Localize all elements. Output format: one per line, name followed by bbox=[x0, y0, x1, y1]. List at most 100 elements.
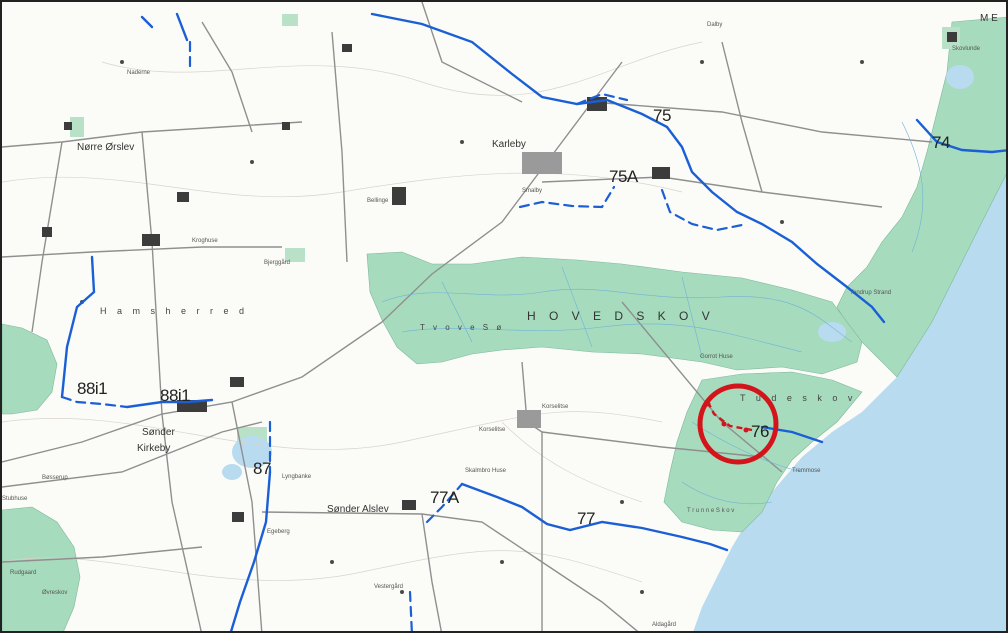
building-dot bbox=[860, 60, 864, 64]
building bbox=[282, 122, 290, 130]
place-bellinge: Bellinge bbox=[367, 198, 389, 204]
place-kroghuse: Kroghuse bbox=[192, 238, 218, 244]
river-75a bbox=[518, 185, 616, 209]
road bbox=[231, 401, 263, 631]
contour-line bbox=[2, 550, 643, 583]
trail bbox=[901, 121, 924, 253]
river-77 bbox=[460, 482, 729, 552]
place-smalby: Smalby bbox=[522, 188, 543, 194]
building bbox=[402, 500, 416, 510]
place-bosserup: Bøsserup bbox=[42, 475, 68, 481]
route-label-88i1-east: 88i1 bbox=[160, 386, 191, 405]
place-dalby: Dalby bbox=[707, 22, 723, 28]
river-south-dashed bbox=[408, 590, 413, 631]
river-north-1 bbox=[140, 15, 154, 29]
forest-coast-north bbox=[836, 17, 1006, 378]
place-sonder-alslev: Sønder Alslev bbox=[327, 504, 389, 515]
place-tudeskov: T u d e s k o v bbox=[740, 393, 857, 403]
green-patch bbox=[70, 117, 84, 137]
place-korselitse-2: Korselitse bbox=[479, 427, 506, 433]
route-label-75: 75 bbox=[653, 106, 671, 125]
forest-hovedskov bbox=[366, 251, 863, 375]
place-skovlunde: Skovlunde bbox=[952, 46, 981, 52]
road bbox=[2, 421, 263, 488]
place-naderne: Naderne bbox=[127, 70, 151, 76]
place-bjerggard: Bjerggård bbox=[264, 260, 291, 266]
road bbox=[261, 511, 639, 631]
trail bbox=[561, 266, 593, 348]
trail bbox=[441, 281, 473, 343]
road bbox=[161, 413, 202, 631]
route-label-77a: 77A bbox=[430, 488, 459, 507]
river-west-88i1 bbox=[60, 255, 96, 399]
road bbox=[541, 176, 883, 208]
road bbox=[201, 21, 253, 133]
highlight-circle[interactable] bbox=[697, 383, 779, 465]
river-75 bbox=[370, 12, 886, 324]
building bbox=[232, 512, 244, 522]
building-dot bbox=[620, 500, 624, 504]
road bbox=[2, 546, 203, 563]
route-label-77: 77 bbox=[577, 509, 595, 528]
place-rudgaard: Rudgaard bbox=[10, 570, 37, 576]
route-label-76: 76 bbox=[751, 422, 769, 441]
trail bbox=[681, 481, 773, 505]
building-dot bbox=[400, 590, 404, 594]
road bbox=[591, 101, 933, 143]
lake bbox=[232, 436, 272, 468]
place-hamsherred: H a m s h e r r e d bbox=[100, 306, 249, 316]
building bbox=[392, 187, 406, 205]
place-tandrup: Tandrup Strand bbox=[850, 290, 892, 296]
sea-area bbox=[693, 174, 1006, 631]
river-88i1-dashed bbox=[60, 395, 129, 409]
place-tremmose: Tremmose bbox=[792, 468, 821, 474]
place-stubhuse: Stubhuse bbox=[2, 496, 28, 502]
place-sonder-kirkeby-1: Sønder bbox=[142, 427, 175, 438]
route-label-75a: 75A bbox=[609, 167, 638, 186]
place-gorrot-huse: Gorrot Huse bbox=[700, 354, 733, 360]
contour-line bbox=[2, 172, 683, 198]
place-skalmbro-huse: Skalmbro Huse bbox=[465, 468, 507, 474]
building bbox=[42, 227, 52, 237]
place-lyngbanke: Lyngbanke bbox=[282, 474, 312, 480]
route-label-87: 87 bbox=[253, 459, 271, 478]
road bbox=[421, 2, 523, 103]
contour-line bbox=[2, 411, 663, 450]
building-dot bbox=[250, 160, 254, 164]
place-hovedskov: H O V E D S K O V bbox=[527, 309, 715, 323]
building bbox=[142, 234, 160, 246]
road bbox=[331, 31, 348, 263]
contour-line bbox=[501, 421, 643, 503]
building-dot bbox=[120, 60, 124, 64]
highlight-stretch-76 bbox=[705, 401, 753, 433]
place-karleby: Karleby bbox=[492, 139, 526, 150]
river-88i1-east bbox=[125, 398, 214, 409]
road bbox=[2, 61, 623, 463]
building bbox=[64, 122, 72, 130]
building bbox=[947, 32, 957, 42]
forest-west bbox=[2, 323, 58, 415]
building-dot bbox=[780, 220, 784, 224]
river-75a-east bbox=[660, 188, 749, 232]
trail bbox=[381, 288, 853, 343]
place-aldagard: Aldagård bbox=[652, 622, 677, 628]
river-north-2 bbox=[175, 12, 189, 42]
building bbox=[587, 97, 607, 111]
building bbox=[517, 410, 541, 428]
river-87 bbox=[229, 470, 272, 631]
place-trunne-skov: T r u n n e S k o v bbox=[687, 508, 735, 514]
river-74 bbox=[915, 118, 1006, 154]
building bbox=[342, 44, 352, 52]
place-egeberg: Egeberg bbox=[267, 529, 290, 535]
green-patch bbox=[285, 248, 305, 262]
place-tvove-so: T v o v e S ø bbox=[420, 323, 505, 332]
contour-line bbox=[101, 41, 703, 96]
road bbox=[541, 431, 763, 458]
road bbox=[2, 246, 282, 258]
place-ovreskov: Øvreskov bbox=[42, 590, 68, 596]
place-vestergaard: Vestergård bbox=[374, 584, 404, 590]
building-dot bbox=[330, 560, 334, 564]
place-me: M E bbox=[980, 13, 998, 24]
